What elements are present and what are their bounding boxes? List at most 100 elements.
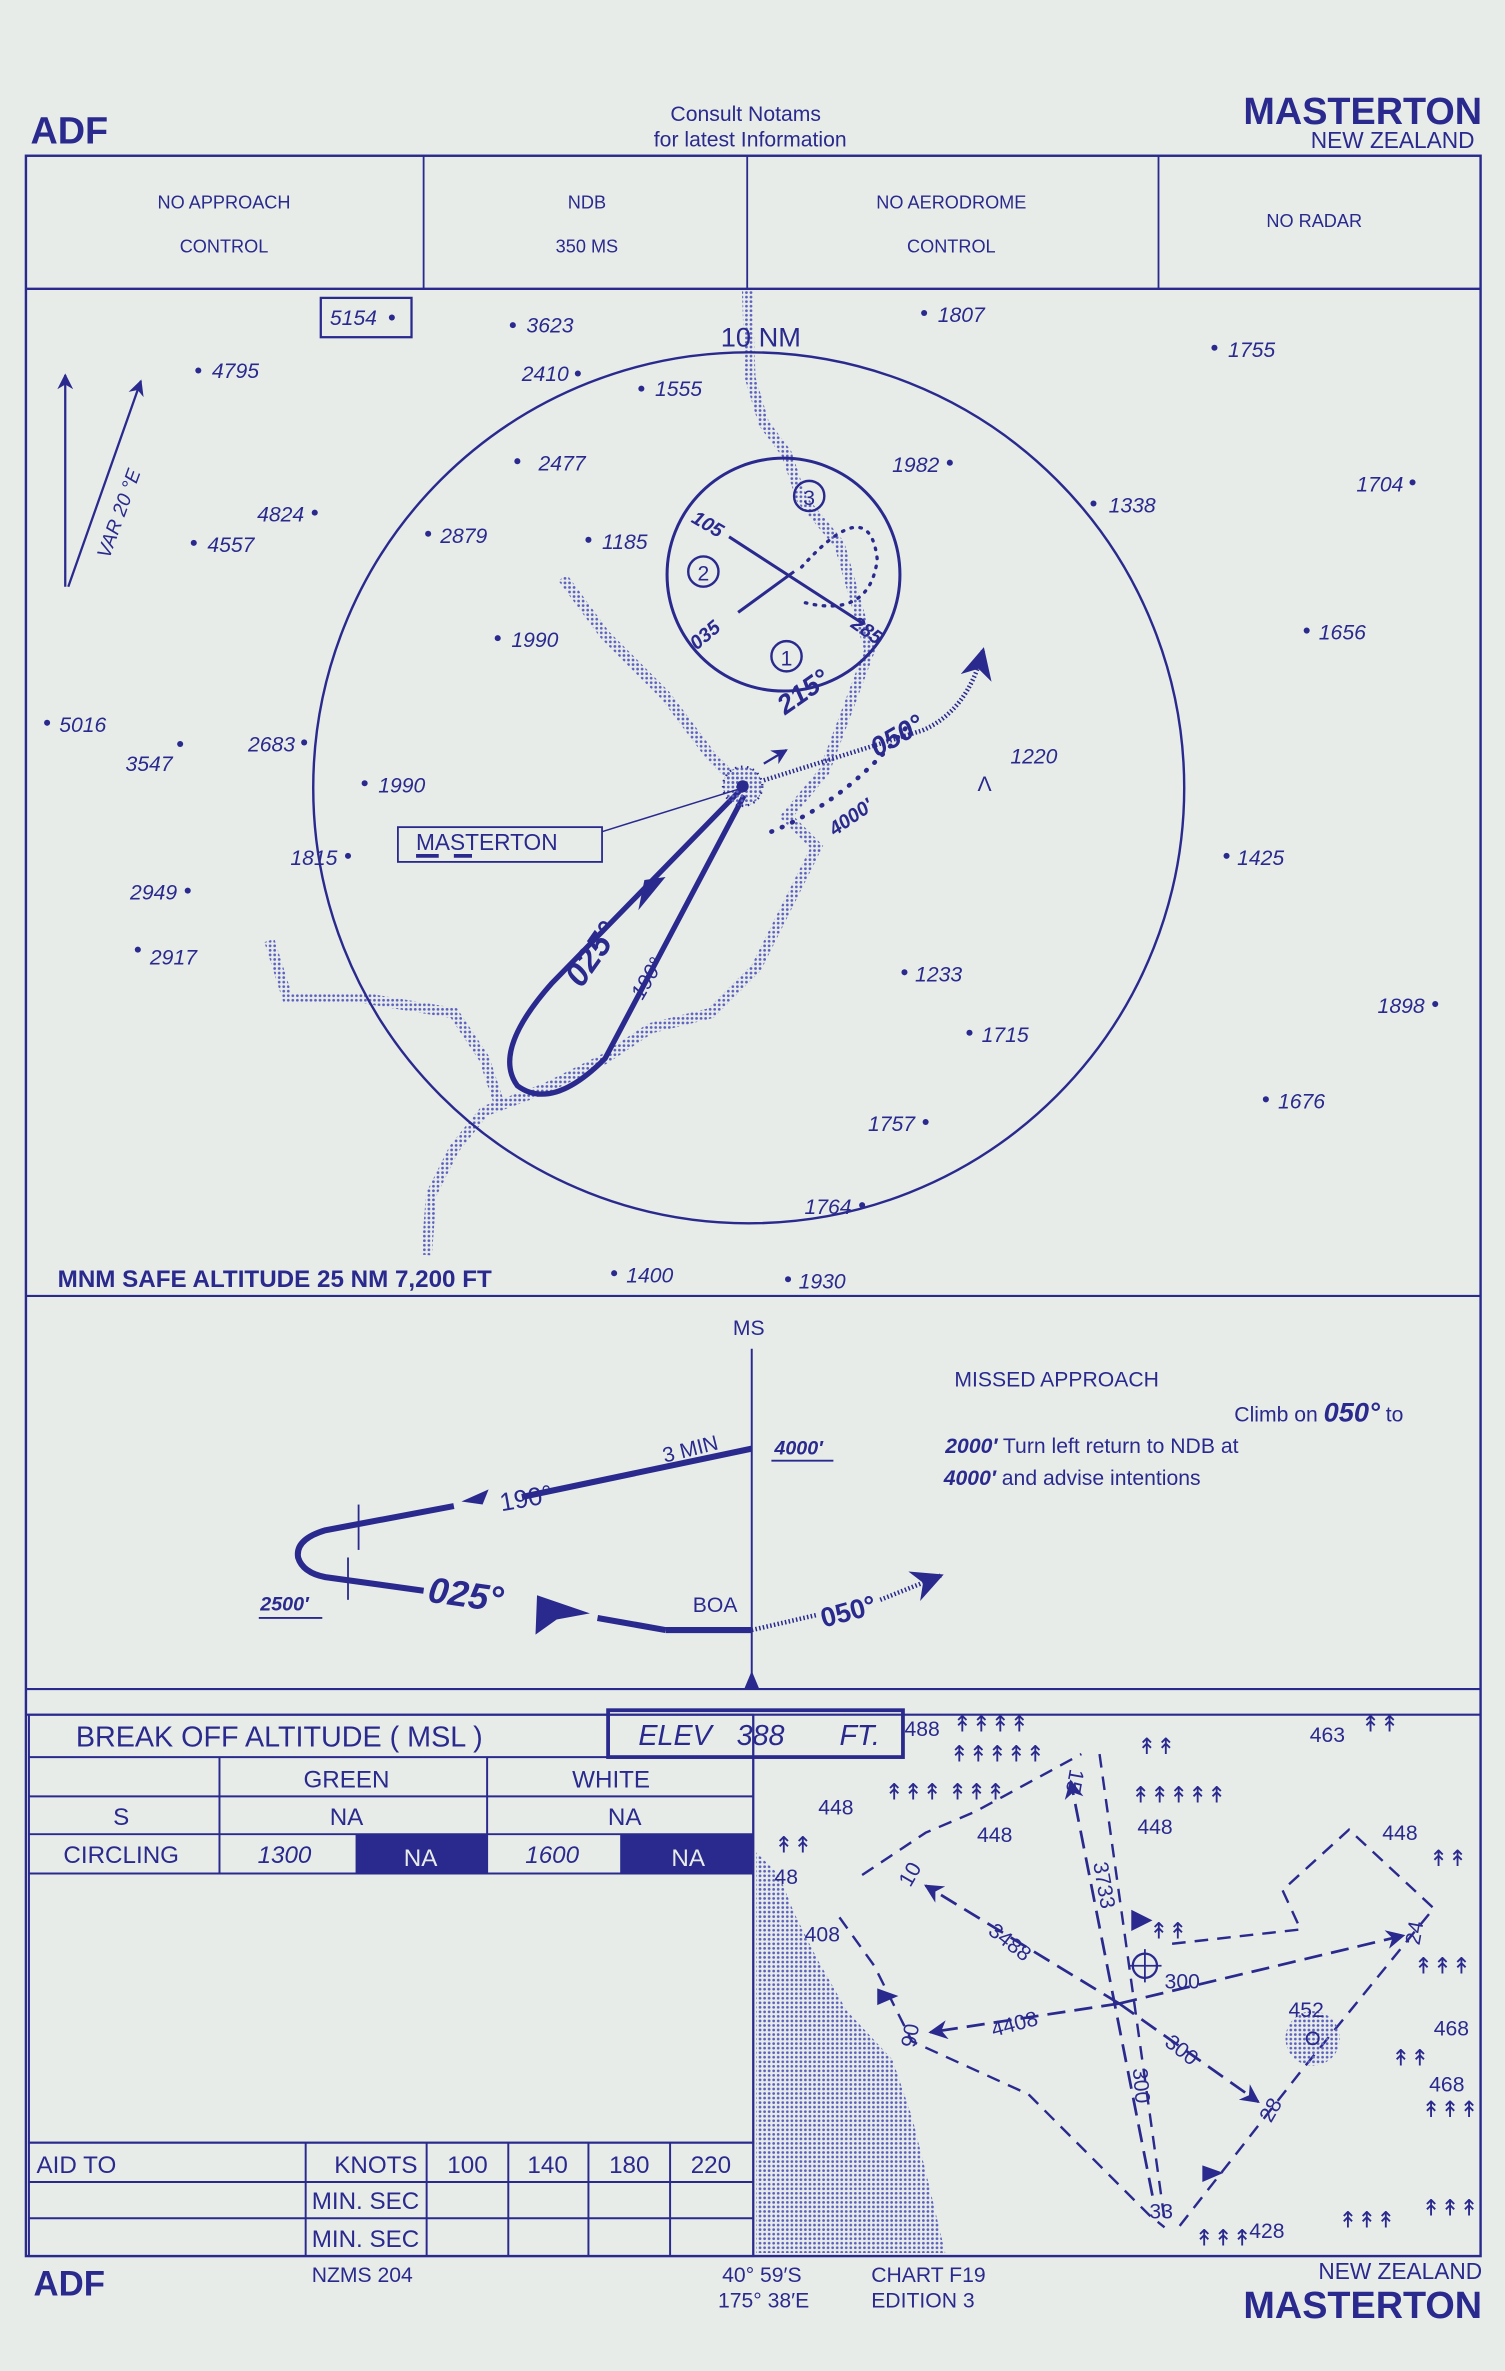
spot-height: 452 (1289, 1999, 1324, 2022)
svg-text:↟↟↟: ↟↟↟ (1195, 2224, 1252, 2250)
spot-height: 428 (1249, 2220, 1284, 2243)
timing-table: AID TO KNOTS 100 140 180 220 MIN. SEC MI… (27, 2141, 755, 2258)
svg-text:↟↟↟↟↟: ↟↟↟↟↟ (1131, 1781, 1226, 1807)
footer-procedure-type: ADF (33, 2265, 104, 2303)
elev-unit: FT. (839, 1720, 879, 1752)
latitude: 40° 59′S (722, 2264, 801, 2287)
sector-1: 1 (781, 647, 793, 670)
approach-control-info-2: CONTROL (180, 237, 269, 257)
spot-elevation: 1764 (804, 1196, 851, 1219)
circling-white-na-cell (620, 1834, 754, 1874)
missed-approach-text: MISSED APPROACH Climb on 050° to 2000′ T… (943, 1369, 1404, 1490)
svg-text:↟↟: ↟↟ (1429, 1845, 1467, 1871)
column-green: GREEN (303, 1766, 389, 1793)
spot-height: 488 (904, 1718, 939, 1741)
10nm-ring (312, 351, 1186, 1225)
speed-180: 180 (609, 2152, 649, 2179)
svg-text:↟↟↟↟↟: ↟↟↟↟↟ (950, 1741, 1045, 1767)
spot-elevation: 3547 (126, 753, 174, 776)
runway-width: 300 (1128, 2067, 1154, 2104)
spot-height: 448 (1137, 1816, 1172, 1839)
svg-text:↟↟: ↟↟ (1149, 1918, 1187, 1944)
svg-text:↟↟↟: ↟↟↟ (1338, 2206, 1395, 2232)
outbound-arrow (638, 877, 666, 911)
notice-line-1: Consult Notams (670, 103, 821, 126)
aerodrome-diagram: 3488 4408 3733 300 300 300 15 33 10 28 0… (756, 1710, 1479, 2254)
plan-view: 10 NM 3 2 1 105 285 035 VAR 20 °E 5154 3… (44, 290, 1439, 1293)
aerodrome-control-info-2: CONTROL (907, 237, 996, 257)
spot-elevation: 1425 (1237, 847, 1284, 870)
column-white: WHITE (572, 1766, 650, 1793)
edition: EDITION 3 (871, 2289, 974, 2312)
spot-elevation: 4795 (212, 360, 259, 383)
station-marker (744, 1670, 760, 1690)
s-green: NA (330, 1804, 364, 1831)
circling-white: 1600 (525, 1842, 579, 1869)
spot-elevation: 1555 (655, 378, 702, 401)
speed-220: 220 (691, 2152, 731, 2179)
spot-elevation: 2683 (247, 734, 295, 757)
runway-width: 300 (1165, 1970, 1200, 1993)
spot-elevation: 2410 (521, 363, 569, 386)
sector-3: 3 (803, 487, 815, 510)
circling-green-na: NA (404, 1845, 438, 1872)
spot-height: 448 (1382, 1822, 1417, 1845)
ndb-label-box (397, 826, 603, 863)
svg-text:↟↟↟: ↟↟↟ (1422, 2096, 1479, 2122)
missed-line-3: 4000′ and advise intentions (943, 1467, 1201, 1490)
spot-height: 448 (818, 1797, 853, 1820)
min-sec-label: MIN. SEC (312, 2226, 420, 2253)
spot-elevation: 1982 (892, 454, 939, 477)
circling-green: 1300 (258, 1842, 312, 1869)
spot-elevation: 1757 (868, 1113, 916, 1136)
spot-height: 448 (977, 1824, 1012, 1847)
elev-label: ELEV (638, 1720, 714, 1752)
missed-line-2: 2000′ Turn left return to NDB at (944, 1435, 1238, 1458)
circling-white-na: NA (671, 1845, 705, 1872)
msa-label: MNM SAFE ALTITUDE 25 NM 7,200 FT (58, 1266, 492, 1293)
longitude: 175° 38′E (718, 2289, 809, 2312)
runway-number: 15 (1061, 1767, 1088, 1794)
ndb-info: NDB (568, 193, 606, 213)
river (264, 290, 876, 1256)
svg-text:↟↟: ↟↟ (774, 1831, 812, 1857)
aid-to-label: AID TO (37, 2152, 117, 2179)
boa-label: BOA (693, 1594, 739, 1617)
fix-label: MS (733, 1317, 765, 1340)
elev-value: 388 (737, 1720, 785, 1752)
spot-elevation: 1990 (378, 774, 425, 797)
aerodrome-control-info: NO AERODROME (876, 193, 1026, 213)
svg-text:↟↟: ↟↟ (1137, 1733, 1175, 1759)
info-row: NO APPROACH CONTROL NDB 350 MS NO AERODR… (158, 193, 1363, 257)
svg-text:↟↟↟↟: ↟↟↟↟ (953, 1710, 1029, 1736)
spot-elevation: 1815 (290, 847, 337, 870)
runway-number: 33 (1149, 2200, 1173, 2223)
inbound-course: 025° (426, 1569, 507, 1620)
spot-elevation: 1676 (1278, 1090, 1325, 1113)
knots-label: KNOTS (334, 2152, 417, 2179)
spot-elevation: 1185 (602, 531, 648, 554)
country-label: NEW ZEALAND (1311, 127, 1475, 153)
runway-number: 06 (896, 2022, 923, 2049)
spot-elevations: 5154 3623 4795 2410 1555 1807 1755 2477 … (44, 296, 1439, 1293)
fix-altitude: 4000′ (773, 1438, 824, 1460)
svg-text:↟↟↟: ↟↟↟ (1414, 1952, 1471, 1978)
row-label-circling: CIRCLING (63, 1842, 179, 1869)
spot-elevation: 1233 (915, 963, 962, 986)
svg-text:↟↟: ↟↟ (1391, 2045, 1429, 2071)
svg-text:↟↟↟: ↟↟↟ (1422, 2194, 1479, 2220)
range-label: 10 NM (721, 321, 801, 352)
approach-control-info: NO APPROACH (158, 193, 291, 213)
circling-green-na-cell (355, 1834, 488, 1874)
spot-elevation: 2949 (129, 882, 177, 905)
header: ADF Consult Notams for latest Informatio… (30, 91, 1482, 153)
row-label-s: S (113, 1804, 129, 1831)
spot-elevation: 1807 (938, 304, 986, 327)
beacon-symbol (1128, 1949, 1162, 1983)
spot-height: 408 (805, 1924, 840, 1947)
footer: ADF NZMS 204 40° 59′S 175° 38′E CHART F1… (33, 2258, 1482, 2327)
turn-altitude: 2500′ (259, 1593, 310, 1615)
hill-symbol (1285, 2011, 1340, 2066)
spot-elevation: 5016 (59, 714, 106, 737)
spot-elevation: 1656 (1319, 622, 1366, 645)
